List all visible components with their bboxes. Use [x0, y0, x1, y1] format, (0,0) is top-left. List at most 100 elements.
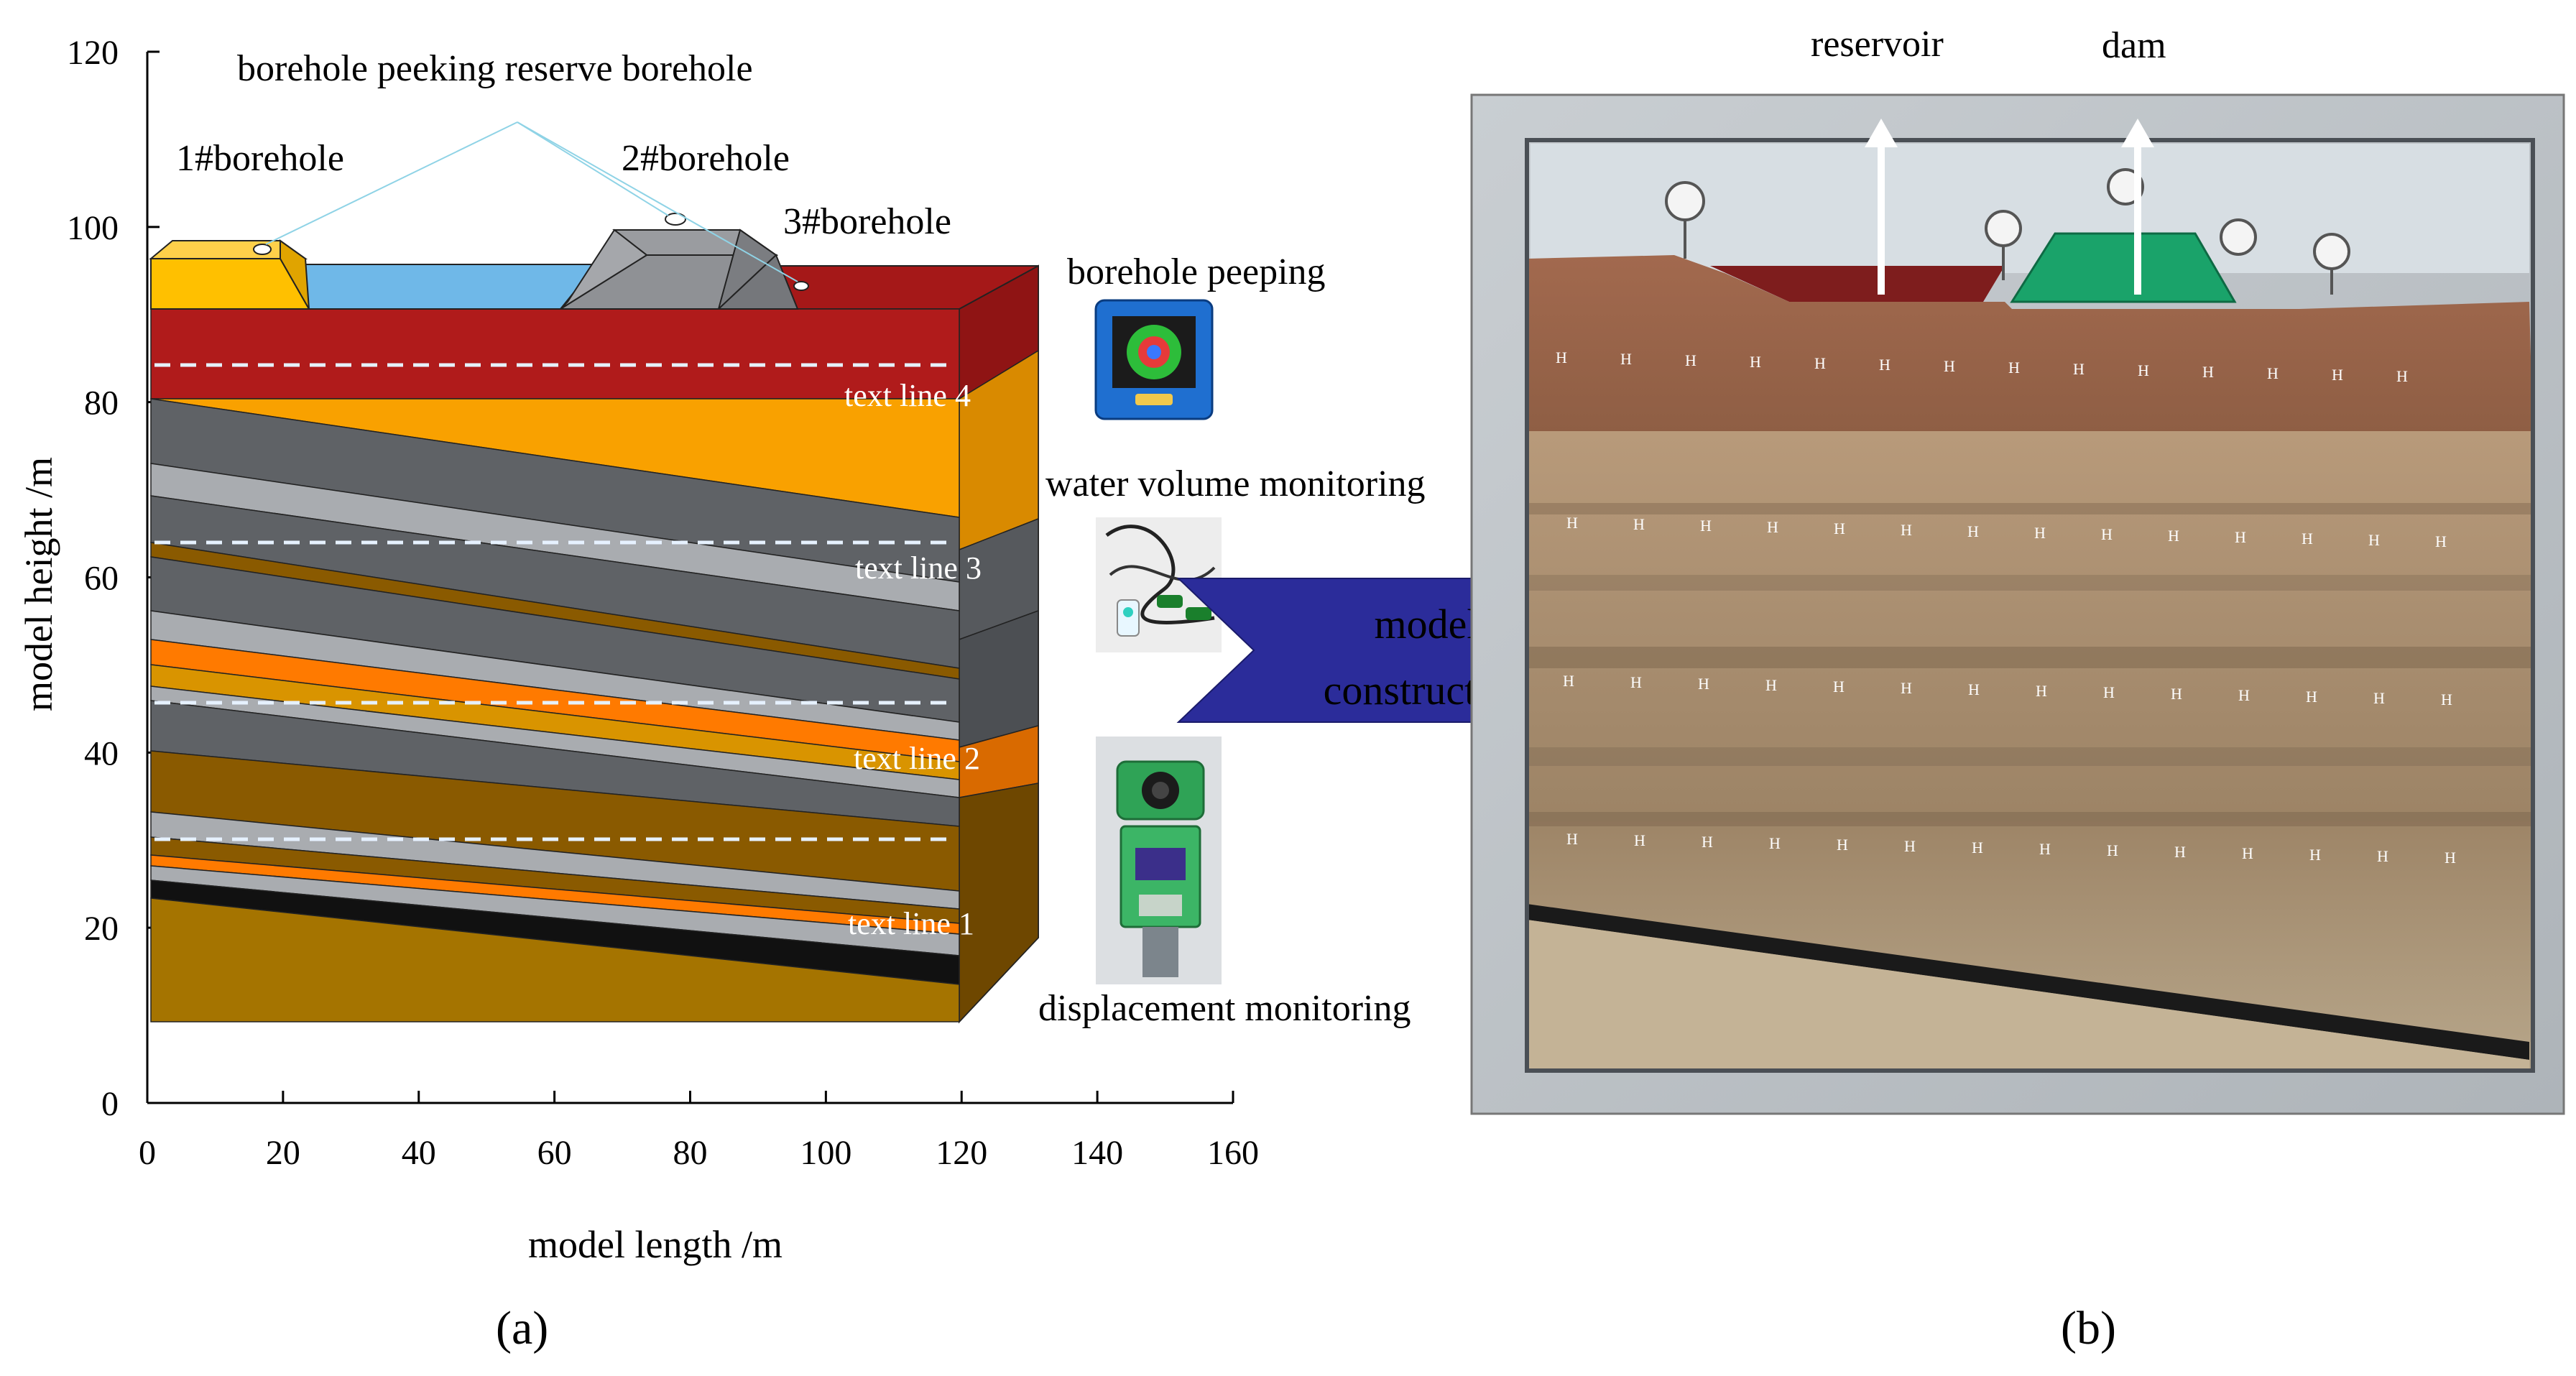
monitoring-marker-icon: H: [2101, 525, 2113, 543]
photo-inner-border: [1525, 138, 2535, 1073]
monitoring-marker-icon: H: [1556, 348, 1567, 366]
monitoring-marker-icon: H: [2008, 359, 2020, 377]
monitoring-marker-icon: H: [1837, 836, 1848, 854]
borehole-2-left: [560, 228, 648, 310]
callout-line-3: [517, 121, 798, 282]
photo-coal-seam: [1527, 904, 2529, 1060]
photo-reservoir: [1710, 266, 2005, 302]
water-volume-label: water volume monitoring: [1045, 463, 1426, 504]
callout-line-2: [517, 121, 669, 216]
panel-b-caption: (b): [2061, 1302, 2116, 1354]
layer-red: [150, 308, 960, 400]
x-tick-label: 160: [1207, 1134, 1259, 1172]
x-axis-title: model length /m: [528, 1223, 783, 1266]
monitoring-marker-icon: H: [1566, 514, 1578, 532]
monitoring-marker-icon: H: [2073, 360, 2085, 378]
text-line-1-label: text line 1: [848, 906, 974, 941]
borehole-1-label: 1#borehole: [176, 138, 344, 179]
borehole-3-label: 3#borehole: [783, 201, 951, 242]
text-line-2-label: text line 2: [854, 741, 980, 776]
callout-line-1: [265, 121, 518, 245]
y-tick-label: 20: [84, 910, 119, 948]
y-tick-label: 80: [84, 384, 119, 423]
monitoring-marker-icon: H: [2267, 364, 2279, 382]
monitoring-marker-icon: H: [1685, 351, 1696, 369]
photo-green-dam: [2010, 232, 2237, 303]
photo-top-soil: [1527, 255, 2533, 438]
arrow-label-line1: model: [1375, 601, 1479, 647]
monitoring-marker-icon: H: [2171, 685, 2182, 703]
monitoring-marker-icon: H: [1968, 680, 1980, 698]
monitoring-marker-icon: H: [2103, 683, 2115, 701]
monitoring-marker-icon: H: [2202, 363, 2214, 381]
monitoring-marker-icon: H: [1750, 353, 1761, 371]
side-brown: [959, 782, 1039, 1023]
panel-b: H H H H H H H H H H H H H H H H H H H H H H H H H H H H H H H H H H H H H H H H…: [1470, 24, 2565, 1354]
monitoring-marker-icon: H: [2168, 527, 2179, 545]
borehole-peeping-label: borehole peeping: [1067, 251, 1326, 292]
monitoring-marker-icon: H: [1633, 515, 1645, 533]
monitoring-marker-icon: H: [2107, 841, 2118, 859]
x-tick-label: 80: [673, 1134, 708, 1172]
x-tick-label: 20: [266, 1134, 300, 1172]
monitoring-marker-icon: H: [2396, 367, 2408, 385]
monitoring-marker-icon: H: [2306, 688, 2317, 706]
borehole-2-label: 2#borehole: [622, 138, 790, 179]
layer-base-brown: [150, 897, 960, 1022]
monitoring-marker-icon: H: [1972, 839, 1983, 856]
photo-monitoring-markers: H H H H H H H H H H H H H H H H H H H H H H H H H H H H H H H H H H H H H H H H…: [1556, 348, 2456, 867]
monitoring-marker-icon: H: [1879, 356, 1891, 374]
monitoring-marker-icon: H: [1634, 831, 1645, 849]
monitoring-marker-icon: H: [2309, 846, 2321, 864]
x-tick-label: 120: [936, 1134, 987, 1172]
monitoring-marker-icon: H: [1630, 673, 1642, 691]
reservoir-label: reservoir: [1811, 24, 1944, 65]
monitoring-marker-icon: H: [2174, 843, 2186, 861]
monitoring-marker-icon: H: [1702, 833, 1713, 851]
borehole-3-hole: [793, 281, 809, 291]
monitoring-marker-icon: H: [2039, 840, 2051, 858]
y-tick-label: 60: [84, 560, 119, 598]
monitoring-marker-icon: H: [1769, 834, 1781, 852]
photo-lower-sand: [1527, 920, 2529, 1071]
monitoring-marker-icon: H: [1901, 521, 1912, 539]
monitoring-marker-icon: H: [2377, 847, 2388, 865]
reservoir-water: [282, 264, 599, 310]
photo-soil-streaks: [1527, 503, 2533, 826]
monitoring-marker-icon: H: [1700, 517, 1712, 535]
monitoring-marker-icon: H: [2034, 524, 2046, 542]
monitoring-marker-icon: H: [1944, 357, 1955, 375]
monitoring-marker-icon: H: [1563, 672, 1574, 690]
monitoring-marker-icon: H: [2435, 532, 2447, 550]
monitoring-marker-icon: H: [1620, 350, 1632, 368]
monitoring-marker-icon: H: [1904, 837, 1916, 855]
x-tick-label: 0: [139, 1134, 156, 1172]
monitoring-marker-icon: H: [1765, 676, 1777, 694]
y-tick-label: 100: [67, 209, 119, 247]
monitoring-marker-icon: H: [1834, 520, 1845, 537]
displacement-label: displacement monitoring: [1038, 988, 1411, 1029]
top-callout-label: borehole peeking reserve borehole: [237, 48, 753, 89]
x-tick-label: 40: [402, 1134, 436, 1172]
borehole-1-side: [280, 239, 310, 310]
monitoring-marker-icon: H: [2441, 691, 2452, 708]
y-tick-label: 40: [84, 734, 119, 772]
y-axis-title: model height /m: [17, 457, 60, 711]
monitoring-marker-icon: H: [1566, 830, 1578, 848]
monitoring-marker-icon: H: [2036, 682, 2047, 700]
borehole-2-hole: [665, 213, 686, 226]
monitoring-marker-icon: H: [1901, 679, 1912, 697]
monitoring-marker-icon: H: [2368, 531, 2380, 549]
monitoring-marker-icon: H: [2235, 528, 2246, 546]
displacement-device-icon: [1096, 737, 1222, 984]
monitoring-marker-icon: H: [2238, 686, 2250, 704]
panel-a-caption: (a): [496, 1302, 548, 1354]
geological-model: [149, 121, 1039, 1024]
monitoring-marker-icon: H: [2332, 366, 2343, 384]
monitoring-marker-icon: H: [2242, 844, 2253, 862]
